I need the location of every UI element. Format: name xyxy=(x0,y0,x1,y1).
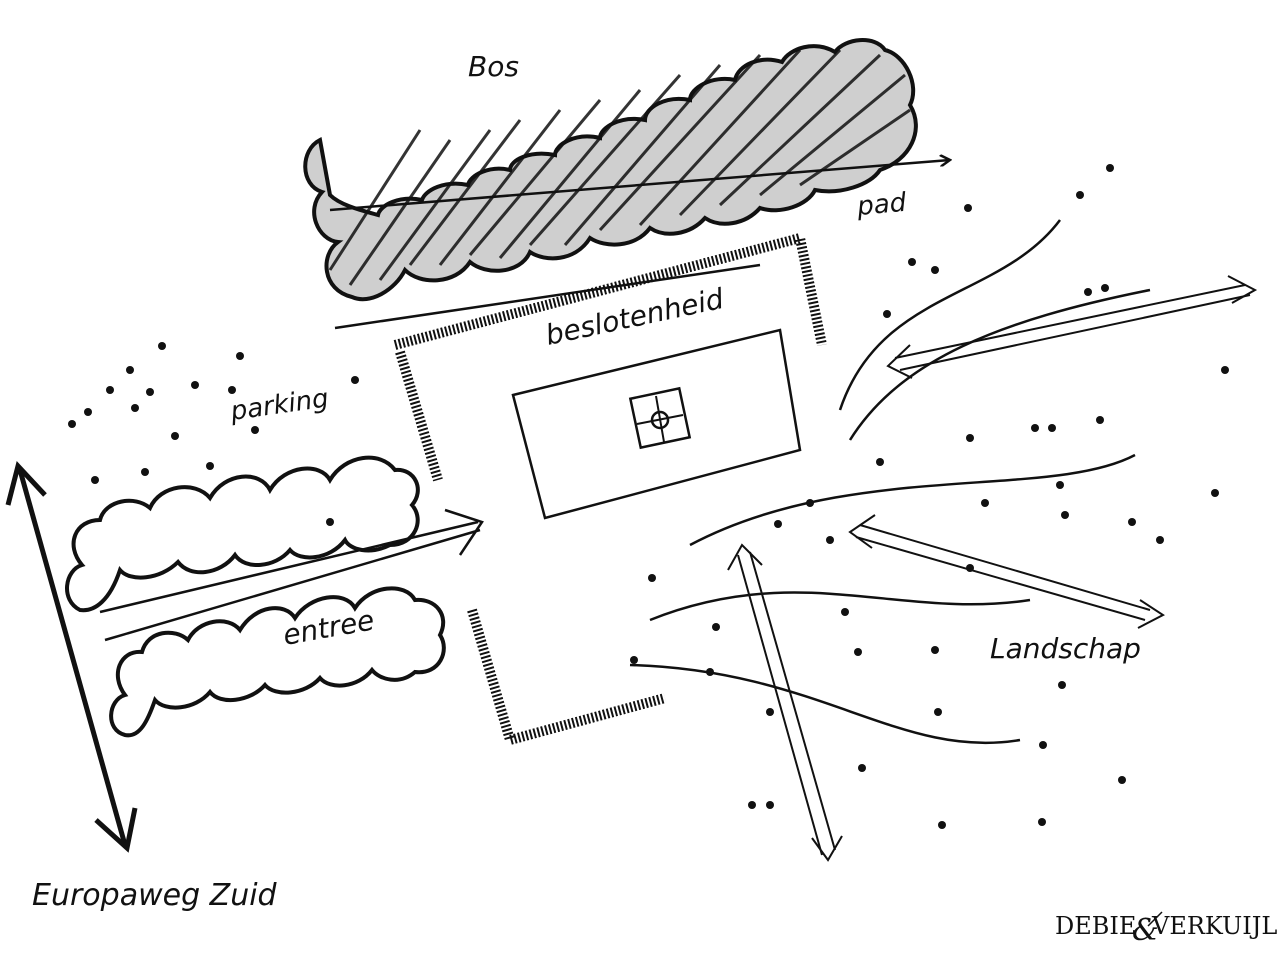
enclosure-hedge xyxy=(393,231,827,747)
debie-verkuijl-logo: DEBIE & VERKUIJL xyxy=(1055,911,1277,948)
landscape-flow-lines xyxy=(629,219,1151,745)
label-europaweg: Europaweg Zuid xyxy=(32,878,278,913)
logo-name-left: DEBIE xyxy=(1055,912,1136,940)
path-arrow xyxy=(329,160,950,212)
forest-edge-line xyxy=(334,263,761,330)
label-landschap: Landschap xyxy=(990,632,1141,665)
label-pad: pad xyxy=(855,188,908,222)
forest-mass xyxy=(303,38,918,302)
europaweg-arrow xyxy=(5,460,138,853)
label-parking: parking xyxy=(228,384,331,428)
entrance-arrow xyxy=(99,508,484,642)
tree-row-upper xyxy=(65,455,420,613)
logo-name-right: VERKUIJL xyxy=(1151,912,1277,940)
label-bos: Bos xyxy=(468,50,519,83)
stipple-dots xyxy=(68,164,1229,829)
building xyxy=(511,328,802,520)
view-arrows xyxy=(727,275,1258,862)
tree-row-lower xyxy=(109,586,446,738)
